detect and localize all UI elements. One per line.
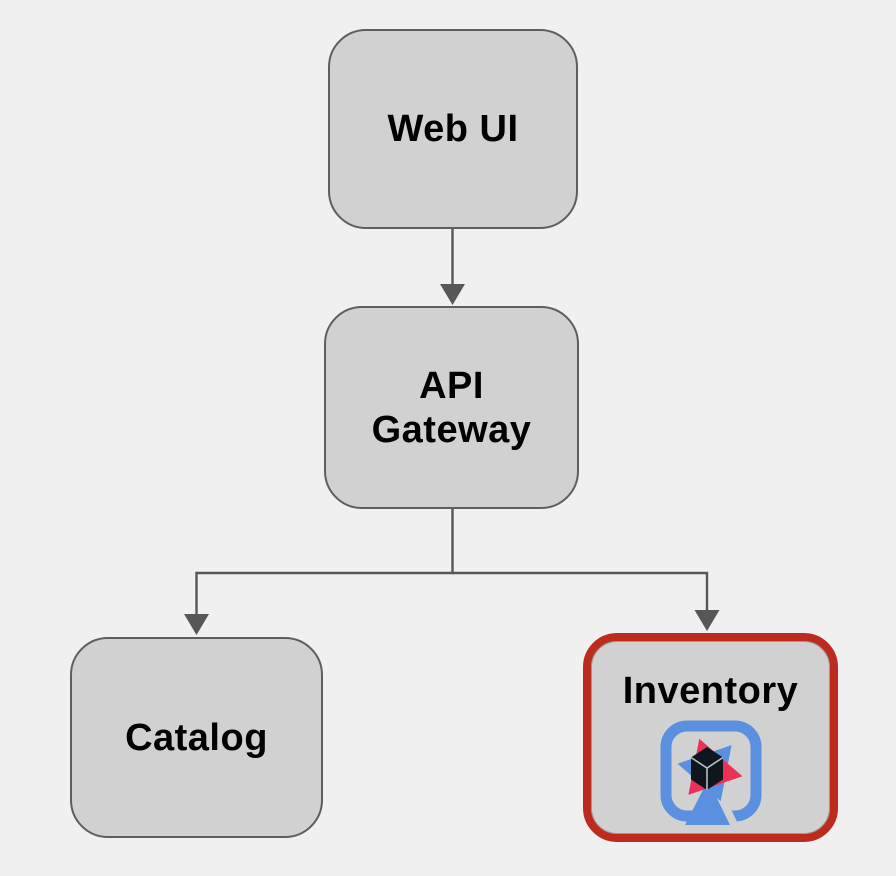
logo-cube bbox=[690, 747, 723, 790]
node-web-ui-label: Web UI bbox=[387, 108, 519, 150]
node-api-gateway[interactable]: API Gateway bbox=[324, 306, 579, 509]
node-web-ui[interactable]: Web UI bbox=[328, 29, 578, 229]
node-inventory-label: Inventory bbox=[622, 670, 799, 712]
edge-web-ui-to-api-gateway bbox=[440, 229, 465, 305]
node-inventory-highlighted[interactable]: Inventory bbox=[583, 633, 838, 842]
arrowhead-down-icon bbox=[694, 610, 720, 631]
edge-api-gateway-to-inventory bbox=[452, 571, 720, 631]
edge-api-gateway-to-catalog bbox=[184, 509, 454, 635]
logo-arrow-up bbox=[684, 780, 730, 825]
arrowhead-down-icon bbox=[440, 284, 465, 305]
node-catalog-label: Catalog bbox=[125, 716, 268, 759]
node-api-gateway-label: API Gateway bbox=[371, 364, 532, 451]
inventory-logo-icon bbox=[660, 720, 761, 826]
node-catalog[interactable]: Catalog bbox=[70, 637, 323, 838]
arrowhead-down-icon bbox=[184, 614, 209, 635]
